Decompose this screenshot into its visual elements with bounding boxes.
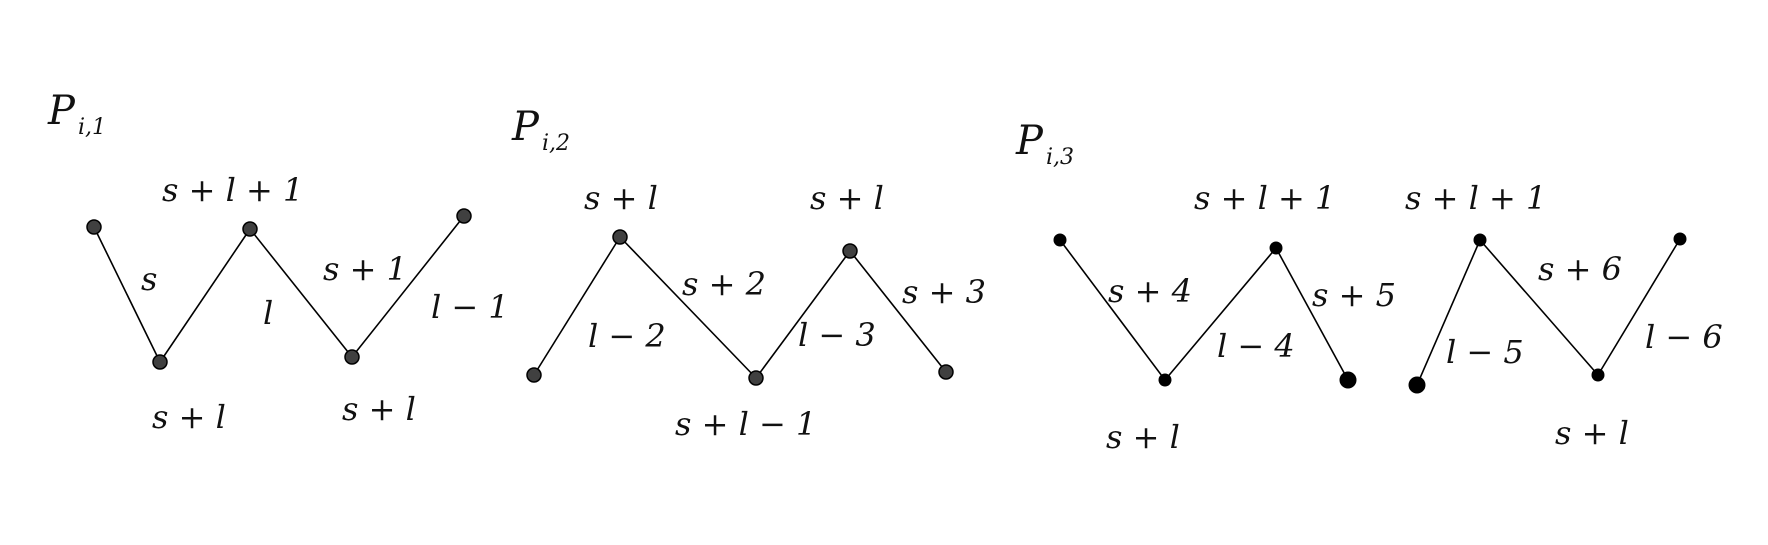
vertex (1408, 376, 1426, 394)
panel-title: P (1015, 118, 1044, 164)
vertex-label: s + l (1106, 418, 1180, 456)
vertex (1591, 368, 1605, 382)
edge-label: s + 3 (902, 273, 986, 311)
edge-label: s + 1 (323, 250, 407, 288)
edge (533, 236, 621, 376)
vertex (842, 243, 858, 259)
edge-label: l (263, 294, 273, 332)
vertex (1158, 373, 1172, 387)
panel-p-i-2: P i,2 s + l s + l s + l − 1 l − 2 s + 2 … (511, 104, 986, 443)
vertex (1673, 232, 1687, 246)
edge (849, 250, 947, 373)
vertex (938, 364, 954, 380)
edge (1416, 239, 1481, 386)
edge (619, 236, 757, 379)
edge-label: s (141, 260, 157, 298)
edge (1597, 238, 1681, 376)
panel-p-i-3: P i,3 s + l + 1 s + l s + l + 1 s + l s … (1015, 118, 1723, 456)
edge-label: l − 2 (588, 317, 666, 355)
vertex-label: s + l + 1 (1405, 179, 1546, 217)
edge-label: l − 6 (1645, 318, 1723, 356)
vertex (1339, 371, 1357, 389)
edge-label: s + 6 (1538, 250, 1622, 288)
edge-label: l − 4 (1217, 327, 1295, 365)
vertex-label: s + l + 1 (1194, 179, 1335, 217)
vertex-label: s + l + 1 (162, 171, 303, 209)
panel-title-subscript: i,3 (1046, 145, 1074, 170)
edge (1059, 239, 1166, 381)
edge (351, 215, 465, 358)
edge (1275, 247, 1349, 381)
edge-label: s + 4 (1108, 272, 1192, 310)
vertex-label: s + l (584, 179, 658, 217)
vertex (612, 229, 628, 245)
vertex (86, 219, 102, 235)
edge-label: l − 3 (798, 316, 876, 354)
panel-title: P (47, 88, 76, 134)
vertex-label: s + l (342, 390, 416, 428)
edge (159, 228, 251, 363)
edge (249, 228, 353, 358)
panel-title: P (511, 104, 540, 150)
edge-label: s + 2 (682, 265, 766, 303)
edge (1164, 247, 1277, 381)
vertex (1053, 233, 1067, 247)
vertex-label: s + l (810, 179, 884, 217)
edge-label: l − 5 (1446, 333, 1524, 371)
vertex (344, 349, 360, 365)
vertex-label: s + l − 1 (675, 405, 816, 443)
edge (1479, 239, 1599, 376)
vertex (1269, 241, 1283, 255)
edge-label: s + 5 (1312, 276, 1396, 314)
vertex-label: s + l (1555, 414, 1629, 452)
panel-title-subscript: i,1 (78, 115, 106, 140)
vertex (456, 208, 472, 224)
vertex (526, 367, 542, 383)
panel-title-subscript: i,2 (542, 131, 570, 156)
panel-p-i-1: P i,1 s + l + 1 s + l s + l s l s + 1 l … (47, 88, 509, 436)
vertex (1473, 233, 1487, 247)
vertex (152, 354, 168, 370)
vertex (242, 221, 258, 237)
vertex (748, 370, 764, 386)
edge-label: l − 1 (431, 288, 509, 326)
vertex-label: s + l (152, 398, 226, 436)
edge (755, 250, 851, 379)
edge (93, 226, 161, 363)
